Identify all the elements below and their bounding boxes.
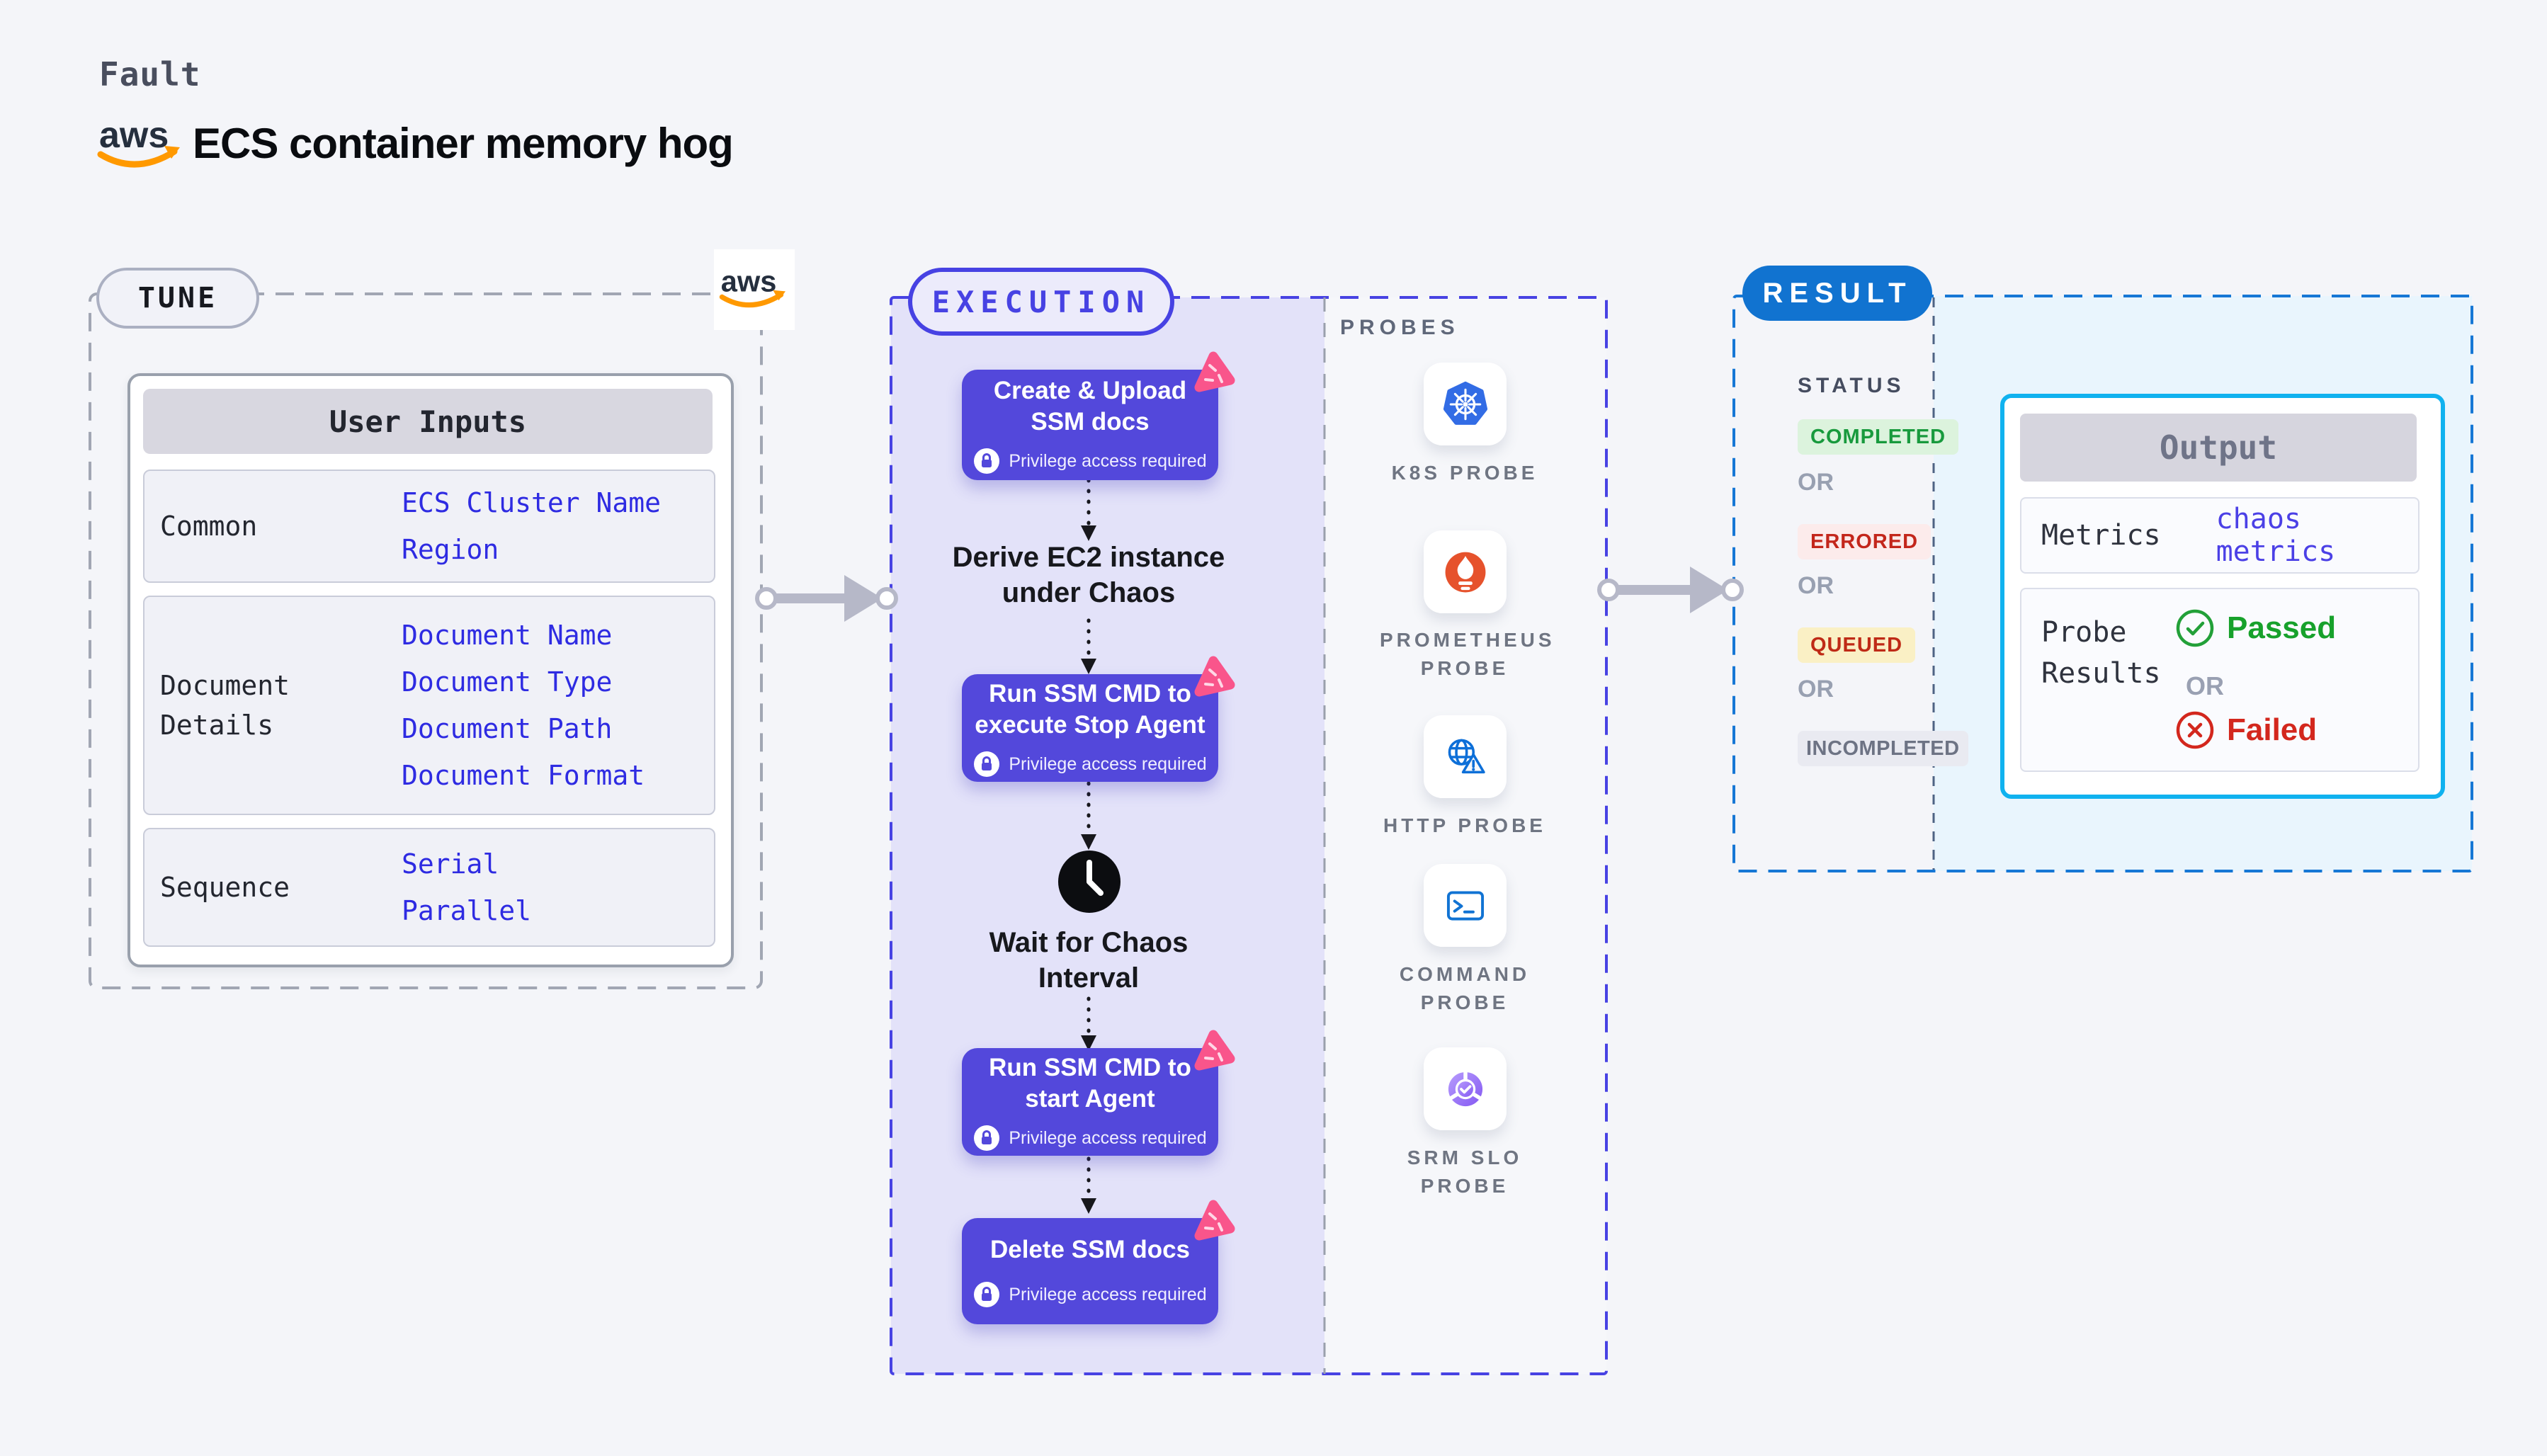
status-or-separator: OR — [1798, 469, 1834, 496]
step-run-ssm-stop-agent: Run SSM CMD to execute Stop Agent Privil… — [962, 656, 1235, 782]
user-inputs-row-sequence: Sequence Serial Parallel — [143, 828, 715, 947]
aws-logo: aws — [95, 113, 187, 177]
step-title: Run SSM CMD to execute Stop Agent — [975, 680, 1206, 739]
x-circle-icon — [2176, 711, 2214, 749]
kubernetes-icon — [1443, 381, 1487, 425]
step-delete-ssm-docs: Delete SSM docs Privilege access require… — [962, 1200, 1235, 1324]
input-value: Document Path — [402, 713, 613, 744]
probe-label-command: COMMAND PROBE — [1399, 963, 1531, 1013]
row-label: Sequence — [160, 872, 290, 903]
lock-icon — [974, 448, 1000, 474]
page-title: ECS container memory hog — [193, 120, 734, 167]
input-value: Document Format — [402, 760, 645, 791]
result-badge-label: RESULT — [1762, 277, 1912, 309]
step-wait-chaos-interval-note: Wait for Chaos Interval — [989, 927, 1189, 994]
output-card-header: Output — [2020, 414, 2417, 482]
probe-result-passed: Passed — [2174, 608, 2336, 649]
status-badge-queued: QUEUED — [1798, 627, 1916, 663]
privilege-note: Privilege access required — [973, 1281, 1207, 1308]
chaos-pinwheel-icon — [1194, 656, 1235, 697]
probe-result-failed: Failed — [2174, 710, 2317, 751]
fault-kicker: Fault — [99, 55, 201, 93]
input-value: Region — [402, 534, 499, 565]
step-title: Delete SSM docs — [989, 1236, 1191, 1263]
input-value: ECS Cluster Name — [402, 487, 662, 518]
status-badge-errored: ERRORED — [1798, 524, 1931, 559]
row-label: Common — [160, 511, 258, 542]
srm-slo-donut-icon — [1448, 1070, 1482, 1106]
step-title: Create & Upload SSM docs — [993, 377, 1187, 436]
wait-clock-icon — [1057, 850, 1121, 914]
status-or-separator: OR — [1798, 572, 1834, 599]
aws-logo-tune-corner: aws — [714, 249, 795, 330]
probe-label-k8s: K8S PROBE — [1391, 462, 1538, 484]
svg-text:aws: aws — [721, 264, 777, 297]
probes-column-title: PROBES — [1340, 316, 1460, 339]
probe-card-command — [1424, 864, 1507, 947]
row-values: Document Name Document Type Document Pat… — [402, 597, 645, 814]
status-badge-completed: COMPLETED — [1798, 419, 1959, 455]
user-inputs-row-common: Common ECS Cluster Name Region — [143, 470, 715, 583]
user-inputs-header: User Inputs — [143, 389, 713, 454]
status-badge-incompleted: INCOMPLETED — [1798, 731, 1968, 766]
step-run-ssm-start-agent: Run SSM CMD to start Agent Privilege acc… — [962, 1030, 1235, 1156]
chaos-pinwheel-icon — [1194, 1030, 1235, 1071]
row-label: Document Details — [160, 670, 290, 741]
probe-label-http: HTTP PROBE — [1383, 814, 1546, 836]
terminal-icon — [1446, 890, 1484, 921]
status-column-title: STATUS — [1798, 374, 1905, 397]
user-inputs-row-document-details: Document Details Document Name Document … — [143, 596, 715, 815]
http-globe-warning-icon — [1448, 739, 1485, 773]
privilege-note: Privilege access required — [973, 1125, 1207, 1151]
step-create-upload-ssm-docs: Create & Upload SSM docs Privilege acces… — [962, 351, 1235, 480]
status-or-separator: OR — [1798, 676, 1834, 703]
lock-icon — [974, 751, 1000, 777]
chaos-pinwheel-icon — [1194, 351, 1235, 392]
step-title: Run SSM CMD to start Agent — [989, 1054, 1191, 1113]
lock-icon — [974, 1125, 1000, 1151]
row-values: Serial Parallel — [402, 829, 531, 945]
probe-card-srm-slo — [1424, 1047, 1507, 1130]
input-value: Serial — [402, 848, 499, 880]
step-derive-ec2-note: Derive EC2 instance under Chaos — [952, 542, 1225, 608]
probe-label-prometheus: PROMETHEUS PROBE — [1380, 629, 1555, 679]
metrics-value: chaos metrics — [2216, 503, 2336, 568]
step-connector-arrowheads — [1081, 525, 1096, 1214]
svg-text:aws: aws — [99, 115, 169, 156]
probe-card-k8s — [1424, 363, 1507, 445]
probe-result-or-separator: OR — [2186, 671, 2224, 700]
probe-label-srm-slo: SRM SLO PROBE — [1407, 1147, 1523, 1197]
privilege-note: Privilege access required — [973, 448, 1207, 474]
result-section-badge: RESULT — [1742, 266, 1932, 321]
check-circle-icon — [2176, 609, 2214, 647]
metrics-label: Metrics — [2041, 519, 2161, 552]
probe-results-label: Probe Results — [2041, 616, 2161, 690]
execution-section-badge: EXECUTION — [908, 268, 1174, 336]
input-value: Parallel — [402, 895, 532, 926]
execution-badge-label: EXECUTION — [931, 284, 1151, 319]
input-value: Document Type — [402, 666, 613, 698]
row-values: ECS Cluster Name Region — [402, 471, 661, 581]
tune-section-badge: TUNE — [96, 268, 259, 329]
prometheus-icon — [1445, 552, 1485, 592]
flow-arrow-execution-to-result — [1597, 567, 1744, 613]
input-value: Document Name — [402, 620, 613, 651]
output-metrics-row: Metrics chaos metrics — [2020, 497, 2420, 574]
flow-arrow-tune-to-execution — [755, 575, 898, 622]
tune-badge-label: TUNE — [137, 282, 218, 314]
output-probe-results-row: Probe Results Passed OR Failed — [2020, 588, 2420, 772]
lock-icon — [974, 1282, 1000, 1307]
probe-card-prometheus — [1424, 530, 1507, 613]
probe-card-http — [1424, 715, 1507, 798]
chaos-pinwheel-icon — [1194, 1200, 1235, 1241]
privilege-note: Privilege access required — [973, 751, 1207, 778]
